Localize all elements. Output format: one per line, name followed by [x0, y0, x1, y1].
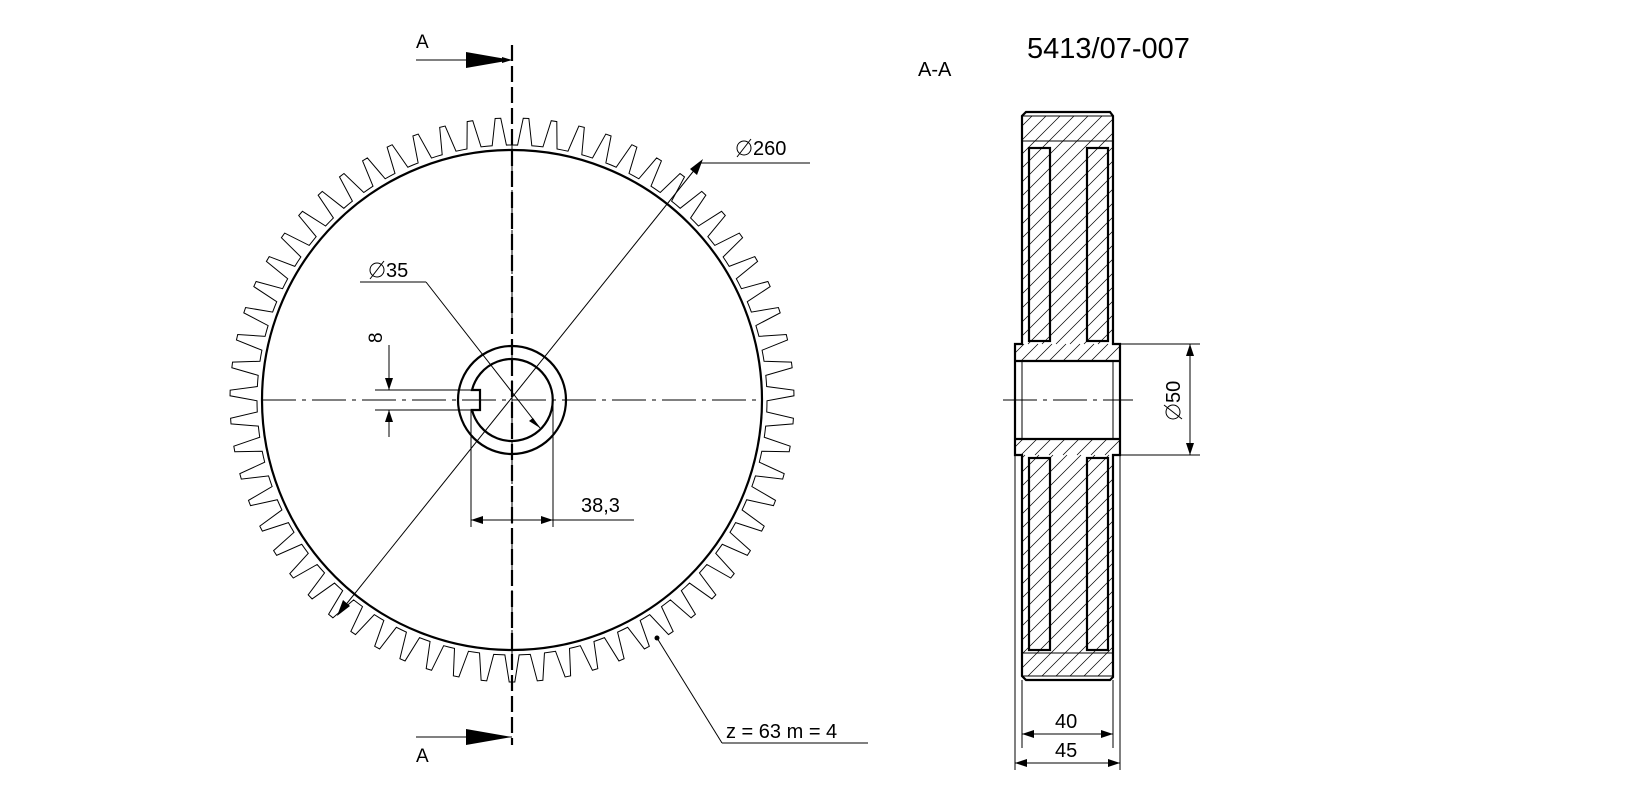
hatch-line	[1021, 115, 1033, 127]
hatch-line	[1083, 646, 1114, 677]
hatch-line	[1021, 454, 1110, 543]
hatch-line	[1048, 343, 1067, 362]
hatch-line	[1034, 438, 1052, 456]
hatch-line	[1021, 115, 1047, 141]
hatch-line	[1021, 562, 1114, 655]
hub-diameter-label: 50	[1163, 381, 1185, 403]
dim-arrow	[471, 516, 483, 524]
hatch-line	[1014, 438, 1024, 448]
hatch-line	[1021, 202, 1114, 295]
diameter-symbol	[1163, 404, 1183, 420]
hatch-line	[1055, 618, 1114, 677]
hatch-line	[1062, 438, 1080, 456]
recess-right-top	[1085, 146, 1110, 343]
section-label-bottom: A	[416, 746, 429, 767]
hatch-line	[1014, 343, 1025, 354]
hatch-line	[1069, 632, 1114, 677]
recess-left-bottom	[1027, 456, 1052, 652]
dim-arrow	[385, 378, 393, 390]
hatch-line	[1021, 118, 1114, 211]
hatch-line	[1021, 492, 1114, 585]
hatch-line	[1020, 438, 1038, 456]
dim-arrow	[1186, 443, 1194, 455]
hub-diameter-label-group: 50	[1163, 381, 1185, 420]
dim-arrow	[1186, 344, 1194, 356]
hatch-line	[1027, 258, 1114, 345]
hatch-line	[1021, 216, 1114, 309]
hatch-line	[1104, 439, 1121, 456]
hatch-line	[1048, 438, 1066, 456]
bore-with-keyway	[470, 357, 554, 443]
hatch-line	[1021, 115, 1075, 169]
section-outline	[1013, 110, 1122, 682]
dim-arrow	[1108, 759, 1120, 767]
outer-diameter-dim-line	[339, 162, 701, 613]
rim-width-label: 40	[1055, 711, 1077, 733]
hatch-line	[1021, 115, 1103, 197]
hatch-line	[1097, 660, 1114, 677]
hatch-line	[1021, 520, 1114, 613]
hatch-line	[1021, 548, 1114, 641]
dim-arrow	[385, 410, 393, 422]
section-arrowhead-top	[466, 52, 512, 68]
hatch-line	[1055, 286, 1114, 345]
dim-arrow	[1101, 730, 1113, 738]
dim-arrow	[541, 516, 553, 524]
hatch-line	[1021, 174, 1114, 267]
section-hatching	[1014, 115, 1121, 677]
keyway-depth-label: 38,3	[581, 495, 620, 517]
leader-dot	[654, 635, 660, 641]
hatch-line	[1021, 160, 1114, 253]
dim-arrow	[337, 600, 350, 616]
recess-right-bottom	[1085, 456, 1110, 652]
hatch-line	[1021, 188, 1114, 281]
hatch-line	[1020, 343, 1039, 362]
hatch-line	[1021, 464, 1114, 557]
gear-note: z = 63 m = 4	[726, 721, 837, 743]
drawing-number: 5413/07-007	[1027, 33, 1190, 65]
keyway-width-label: 8	[366, 332, 387, 343]
hatch-line	[1069, 300, 1114, 345]
hatch-line	[1021, 506, 1114, 599]
hatch-line	[1027, 590, 1114, 677]
dim-arrow	[529, 418, 540, 428]
section-label-top: A	[416, 32, 429, 53]
outer-diameter-label: 260	[753, 138, 786, 160]
hatch-line	[1021, 576, 1114, 669]
front-view: A A 260 35 8 38,3	[229, 32, 868, 767]
recess-left-top	[1027, 146, 1052, 343]
gear-note-leader	[656, 637, 723, 744]
hatch-line	[1021, 230, 1114, 323]
hatch-line	[1062, 343, 1081, 362]
hatch-line	[1021, 454, 1082, 515]
hub-width-label: 45	[1055, 740, 1077, 762]
section-arrowhead-bottom	[466, 729, 512, 745]
hatch-line	[1076, 438, 1094, 456]
diameter-symbol	[736, 138, 752, 158]
hatch-line	[1021, 115, 1089, 183]
section-view: 5413/07-007 A-A	[918, 33, 1200, 770]
hatch-line	[1090, 343, 1109, 362]
hatch-line	[1041, 604, 1114, 677]
hatch-line	[1021, 244, 1114, 337]
hatch-line	[1021, 132, 1114, 225]
hatch-line	[1090, 438, 1108, 456]
bore-diameter-label: 35	[386, 260, 408, 282]
hatch-line	[1021, 454, 1096, 529]
hatch-line	[1021, 478, 1114, 571]
hatch-line	[1041, 272, 1114, 345]
hatch-line	[1021, 146, 1114, 239]
hatch-line	[1021, 534, 1114, 627]
dim-arrow	[1015, 759, 1027, 767]
hatch-line	[1021, 454, 1054, 487]
hatch-line	[1076, 343, 1095, 362]
diameter-symbol	[369, 260, 385, 280]
dim-arrow	[1022, 730, 1034, 738]
dim-arrow	[690, 159, 703, 175]
section-title: A-A	[918, 59, 952, 81]
hatch-line	[1034, 343, 1053, 362]
hatch-line	[1104, 345, 1121, 362]
bore-diameter-dim-line	[425, 281, 541, 429]
